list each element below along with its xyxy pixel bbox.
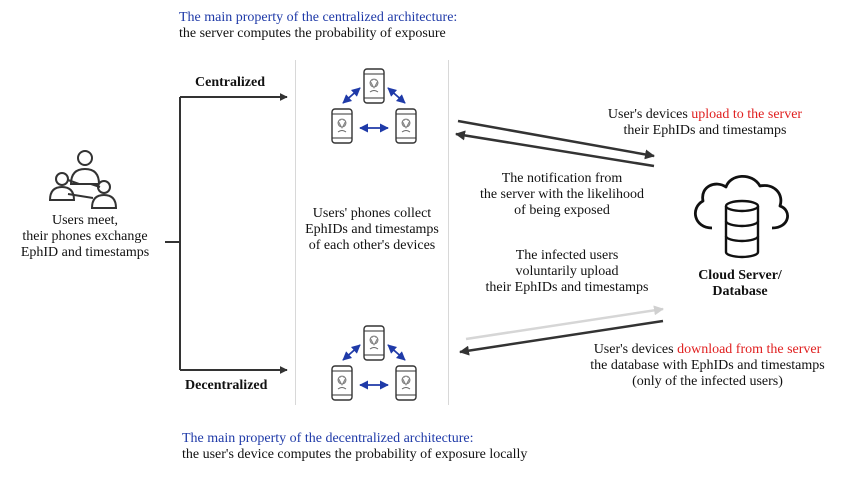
- cloud-line-1: Cloud Server/: [698, 268, 782, 283]
- bottom-caption-subtitle: the user's device computes the probabili…: [182, 447, 528, 462]
- users-line-1: Users meet,: [51, 213, 119, 228]
- notification-text: The notification from the server with th…: [462, 171, 662, 219]
- upload-text: User's devices upload to the server thei…: [585, 107, 825, 139]
- cloud-line-2: Database: [712, 284, 768, 299]
- infected-line-1: The infected users: [515, 248, 619, 263]
- phones-collect-line-1: Users' phones collect: [312, 206, 432, 221]
- notification-line-3: of being exposed: [514, 203, 610, 218]
- upload-line-1: User's devices upload to the server: [607, 107, 803, 122]
- decentralized-phones: [331, 325, 417, 401]
- branch-lines: [165, 93, 288, 374]
- server-arrows: [455, 119, 664, 356]
- phone-icon: [395, 365, 417, 401]
- download-line-2: the database with EphIDs and timestamps: [590, 358, 825, 373]
- phone-icon: [331, 365, 353, 401]
- phones-collect-line-3: of each other's devices: [308, 238, 436, 253]
- top-caption-title: The main property of the centralized arc…: [179, 10, 458, 25]
- separator-left: [295, 60, 296, 405]
- download-highlight: download from the server: [677, 342, 822, 357]
- cloud-database-icon: [693, 174, 789, 259]
- phones-collect-text: Users' phones collect EphIDs and timesta…: [297, 206, 447, 254]
- phone-icon: [331, 108, 353, 144]
- infected-line-3: their EphIDs and timestamps: [485, 280, 649, 295]
- download-text: User's devices download from the server …: [565, 342, 850, 390]
- phone-icon: [363, 68, 385, 104]
- users-group-icon: [48, 150, 118, 209]
- separator-right: [448, 60, 449, 405]
- users-line-2: their phones exchange: [22, 229, 148, 244]
- infected-line-2: voluntarily upload: [515, 264, 619, 279]
- users-meet-text: Users meet, their phones exchange EphID …: [0, 213, 170, 261]
- centralized-phones: [331, 68, 417, 144]
- download-line-3: (only of the infected users): [632, 374, 783, 389]
- phone-icon: [395, 108, 417, 144]
- phones-collect-line-2: EphIDs and timestamps: [305, 222, 439, 237]
- upload-line-2: their EphIDs and timestamps: [623, 123, 787, 138]
- notification-line-2: the server with the likelihood: [479, 187, 645, 202]
- centralized-label: Centralized: [195, 75, 265, 90]
- bottom-caption-title: The main property of the decentralized a…: [182, 431, 474, 446]
- top-caption-subtitle: the server computes the probability of e…: [179, 26, 446, 41]
- cloud-server-label: Cloud Server/ Database: [680, 268, 800, 300]
- infected-text: The infected users voluntarily upload th…: [462, 248, 672, 296]
- notification-line-1: The notification from: [501, 171, 623, 186]
- upload-highlight: upload to the server: [691, 107, 803, 122]
- phone-icon: [363, 325, 385, 361]
- decentralized-label: Decentralized: [185, 378, 268, 393]
- users-line-3: EphID and timestamps: [20, 245, 150, 260]
- download-line-1: User's devices download from the server: [593, 342, 822, 357]
